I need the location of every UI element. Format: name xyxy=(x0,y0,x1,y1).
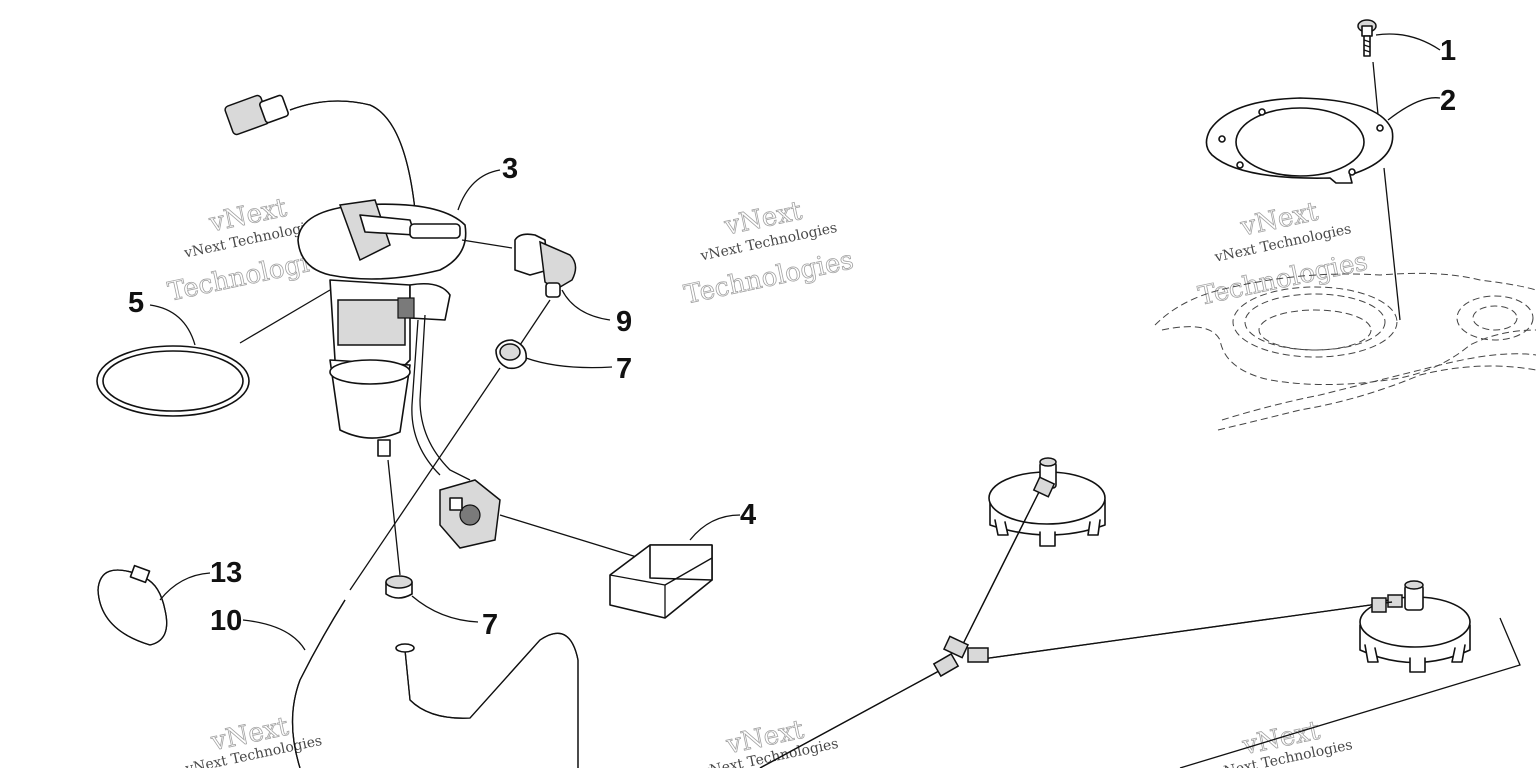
callout-4: 4 xyxy=(740,499,756,531)
alignment-line xyxy=(1383,167,1401,321)
leader-line-7b xyxy=(411,595,479,623)
callout-5: 5 xyxy=(128,287,144,319)
leader-line-1 xyxy=(1375,33,1441,51)
tee-fitting xyxy=(932,635,989,678)
retaining-plate-part xyxy=(1205,97,1394,184)
leader-line-7a xyxy=(525,357,613,369)
callout-1: 1 xyxy=(1440,35,1456,67)
leader-line-13 xyxy=(159,572,211,601)
fuel-tank-outline xyxy=(1154,272,1536,431)
float-part xyxy=(609,544,713,619)
hose-clamp-part-upper xyxy=(495,339,528,370)
hose-clamp-part-lower xyxy=(385,575,413,599)
watermark-group-6: vNext vNext Technologies xyxy=(1214,715,1354,768)
callout-9: 9 xyxy=(616,306,632,338)
quick-connect-elbow-part xyxy=(461,233,577,298)
o-ring-part xyxy=(96,345,250,417)
hose-guide-7a xyxy=(349,367,501,591)
vent-valve-right xyxy=(1359,580,1471,673)
cable-tie-part xyxy=(97,564,168,646)
callout-10: 10 xyxy=(210,605,242,637)
leader-line-2 xyxy=(1387,97,1441,121)
leader-line-5b xyxy=(239,289,331,344)
watermark-group-2: vNext vNext Technologies Technologies xyxy=(681,196,856,311)
fuel-hose-part xyxy=(291,599,579,768)
callout-2: 2 xyxy=(1440,85,1456,117)
leader-line-9 xyxy=(561,289,611,321)
callout-7-upper: 7 xyxy=(616,353,632,385)
electrical-connector xyxy=(224,94,289,136)
vent-hose-assembly xyxy=(759,476,1393,768)
watermark-group-5: vNext vNext Technologies xyxy=(700,714,840,768)
watermark-group-4: vNext vNext Technologies xyxy=(183,711,323,768)
callout-3: 3 xyxy=(502,153,518,185)
vent-valve-left xyxy=(988,457,1106,547)
callout-7-lower: 7 xyxy=(482,609,498,641)
leader-line-5 xyxy=(149,304,196,346)
fuel-pump-module-part xyxy=(224,94,641,559)
leader-line-10 xyxy=(242,619,306,651)
leader-line-4 xyxy=(689,514,741,541)
leader-line-3 xyxy=(457,169,501,211)
level-sender-unit xyxy=(439,479,501,549)
watermark-group-3: vNext vNext Technologies Technologies xyxy=(1195,196,1370,312)
hose-guide-9 xyxy=(519,299,551,346)
callout-13: 13 xyxy=(210,557,242,589)
hose-guide-7b xyxy=(387,459,401,576)
frame-edge xyxy=(1179,617,1521,768)
